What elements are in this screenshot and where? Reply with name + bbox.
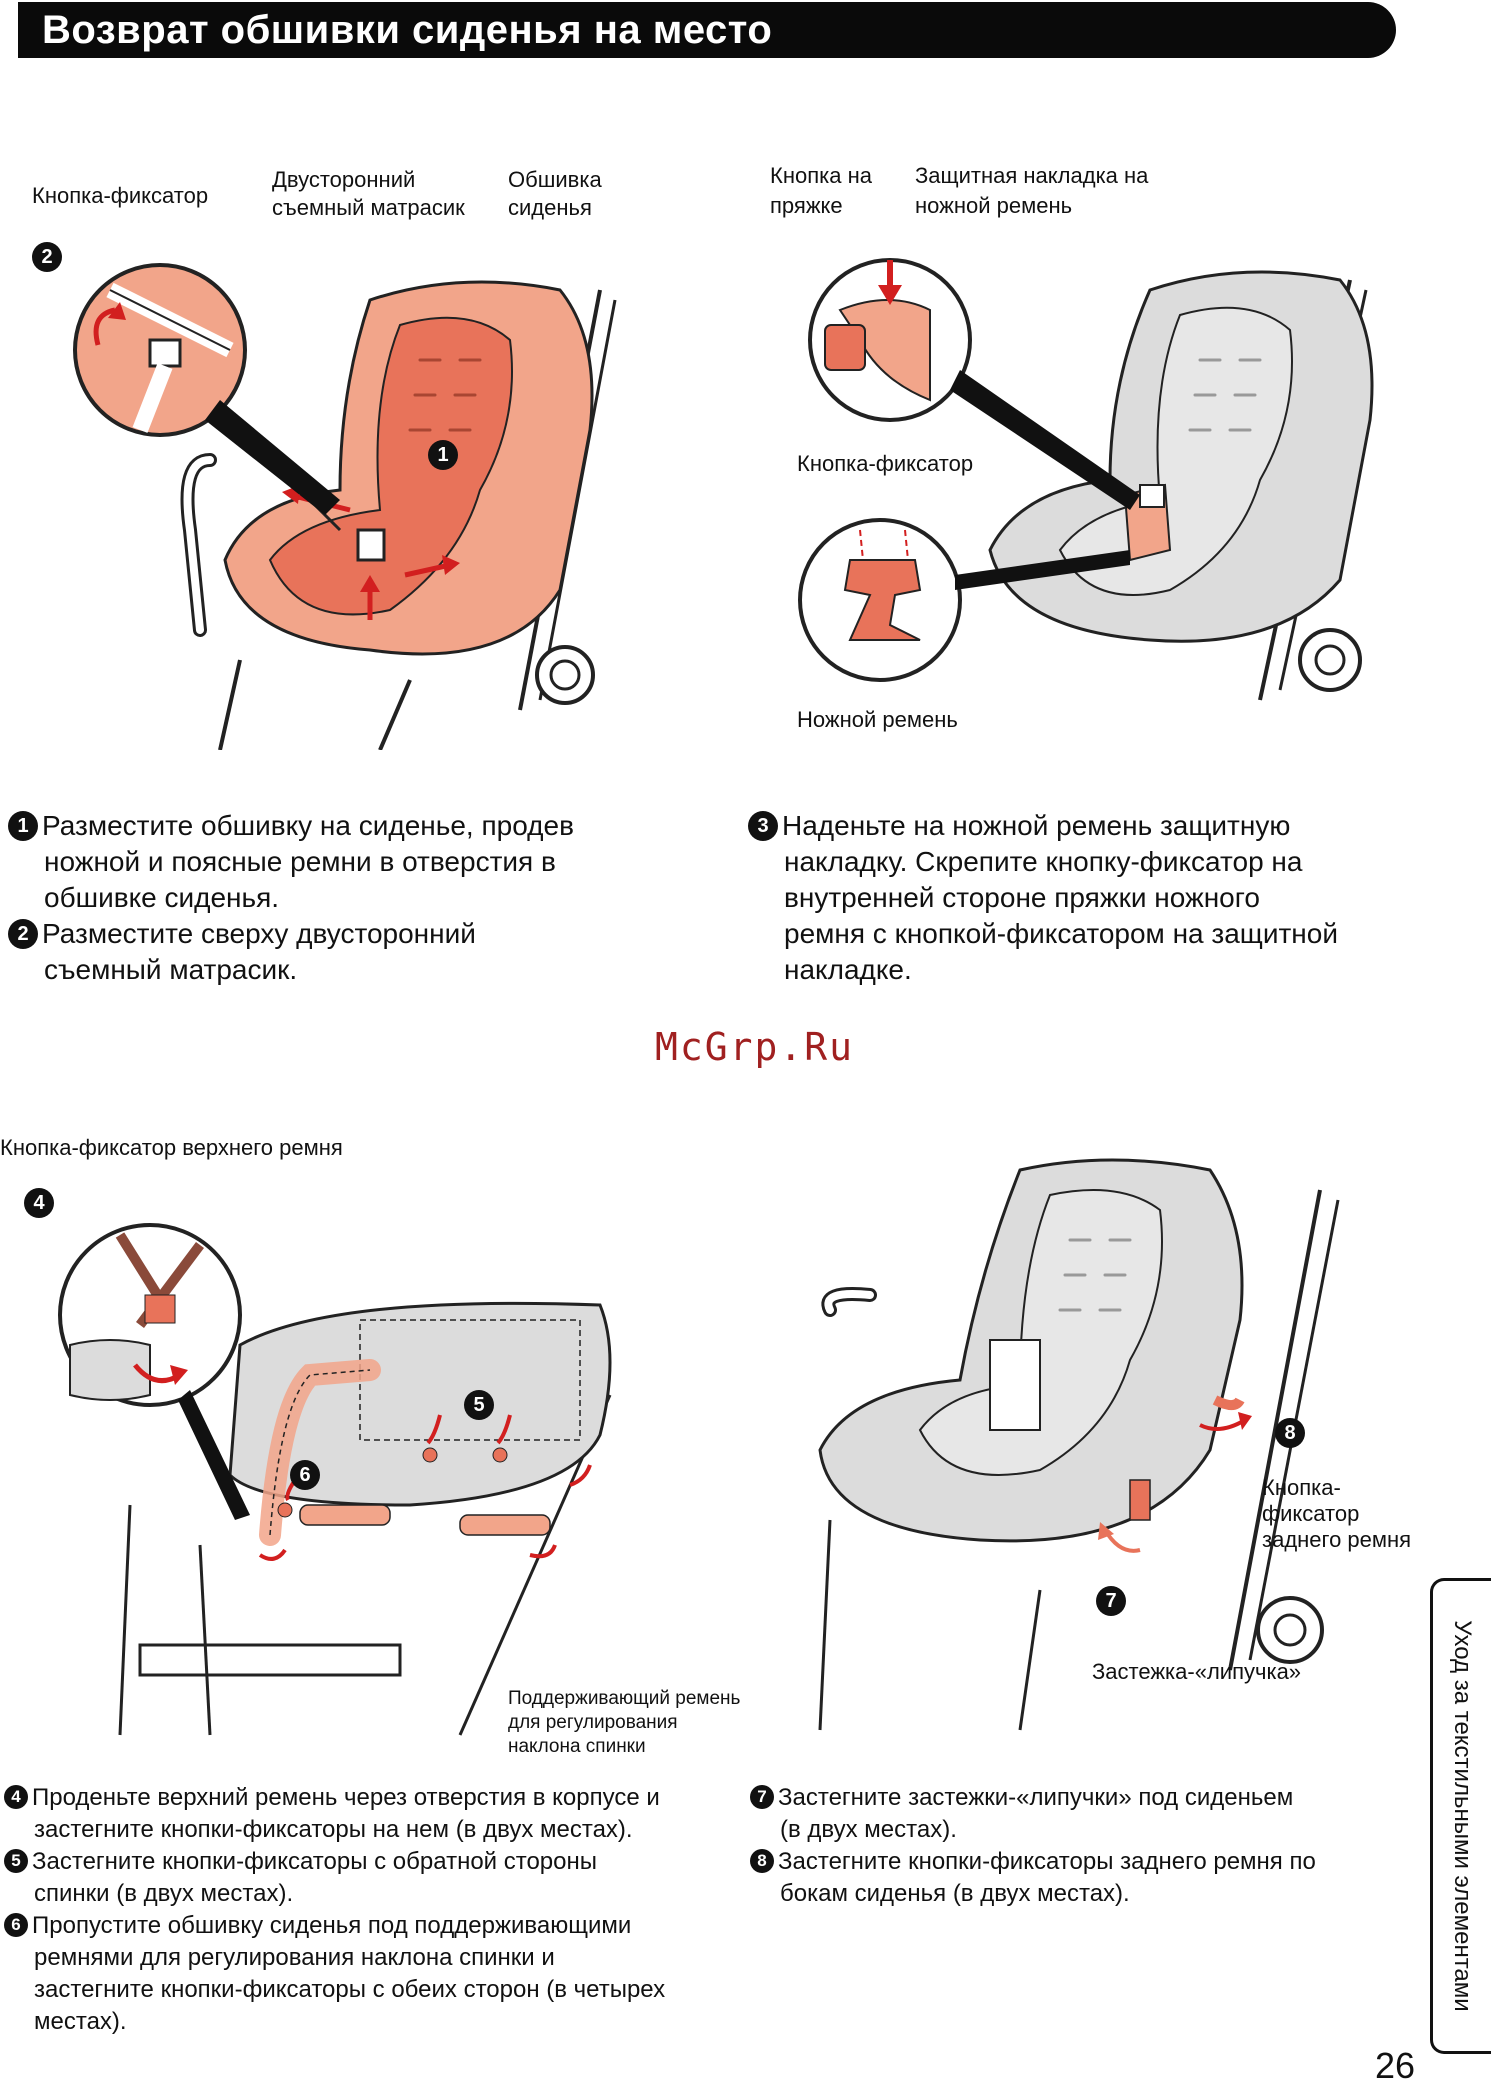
label-velcro: Застежка-«липучка» <box>1092 1659 1302 1684</box>
illustration-seat-step7-8 <box>818 1158 1340 1731</box>
label-support-strap-line3: наклона спинки <box>508 1736 646 1757</box>
label-crotch-strap: Ножной ремень <box>797 707 958 732</box>
label-buckle-button-line1: Кнопка на <box>770 163 872 188</box>
watermark: McGrp.Ru <box>655 1025 855 1069</box>
page-title: Возврат обшивки сиденья на место <box>42 8 773 52</box>
page-number: 26 <box>1375 2045 1416 2086</box>
label-support-strap-line1: Поддерживающий ремень <box>508 1688 741 1709</box>
label-upper-strap-clip: Кнопка-фиксатор верхнего ремня <box>0 1135 343 1160</box>
label-support-strap-line2: для регулирования <box>508 1712 678 1733</box>
illustration-seat-back-step4-6 <box>58 1223 612 1736</box>
label-pad-line2: ножной ремень <box>915 193 1073 218</box>
section-side-tab: Уход за текстильными элементами <box>1430 1578 1491 2054</box>
marker-4: 4 <box>24 1188 58 1218</box>
illustration-seat-cover-step1-2 <box>73 263 617 750</box>
section-side-tab-label: Уход за текстильными элементами <box>1449 1620 1476 2012</box>
illustration-seat-cover-step3 <box>798 258 1374 701</box>
label-cover-line1: Обшивка <box>508 167 602 192</box>
label-rear-clip-line3: заднего ремня <box>1262 1527 1412 1552</box>
label-mattress-line1: Двусторонний <box>272 167 416 192</box>
marker-6: 6 <box>290 1460 324 1490</box>
title-bar: Возврат обшивки сиденья на место <box>18 2 1396 58</box>
label-cover-line2: сиденья <box>508 195 592 220</box>
label-buckle-button-line2: пряжке <box>770 193 843 218</box>
label-mattress-line2: съемный матрасик <box>272 195 465 220</box>
marker-5: 5 <box>464 1390 498 1420</box>
marker-1: 1 <box>428 440 462 470</box>
label-clip-button: Кнопка-фиксатор <box>32 183 209 208</box>
label-rear-clip-line1: Кнопка- <box>1262 1475 1341 1500</box>
marker-7: 7 <box>1096 1586 1130 1616</box>
marker-8: 8 <box>1275 1418 1309 1448</box>
label-rear-clip-line2: фиксатор <box>1262 1501 1360 1526</box>
marker-2: 2 <box>32 242 66 272</box>
label-pad-line1: Защитная накладка на <box>915 163 1149 188</box>
label-clip-button-right: Кнопка-фиксатор <box>797 451 974 476</box>
